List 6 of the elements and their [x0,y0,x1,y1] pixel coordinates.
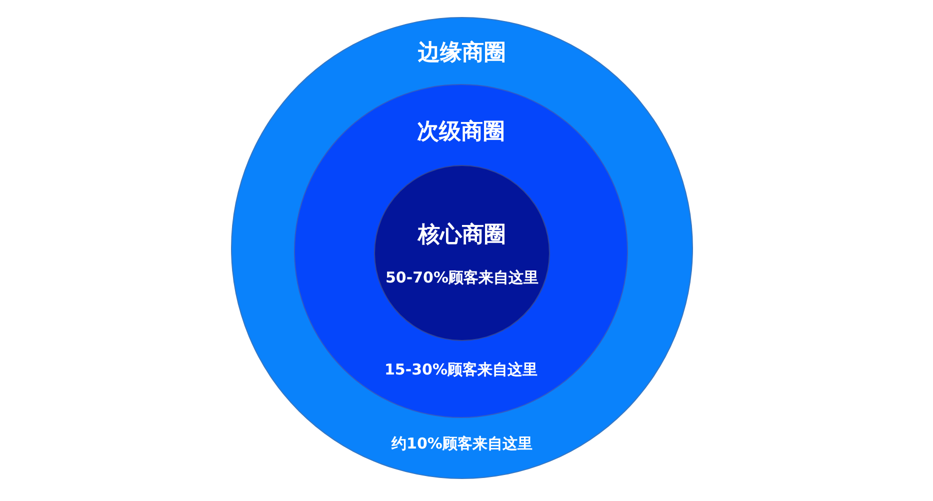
zone-title: 边缘商圈 [418,40,506,66]
customer-share-text: 15-30%顾客来自这里 [384,361,538,379]
customer-share-text: 约10%顾客来自这里 [392,435,532,453]
zone-title: 核心商圈 [418,222,506,248]
zone-title: 次级商圈 [417,119,505,145]
customer-share-text: 50-70%顾客来自这里 [386,269,538,287]
